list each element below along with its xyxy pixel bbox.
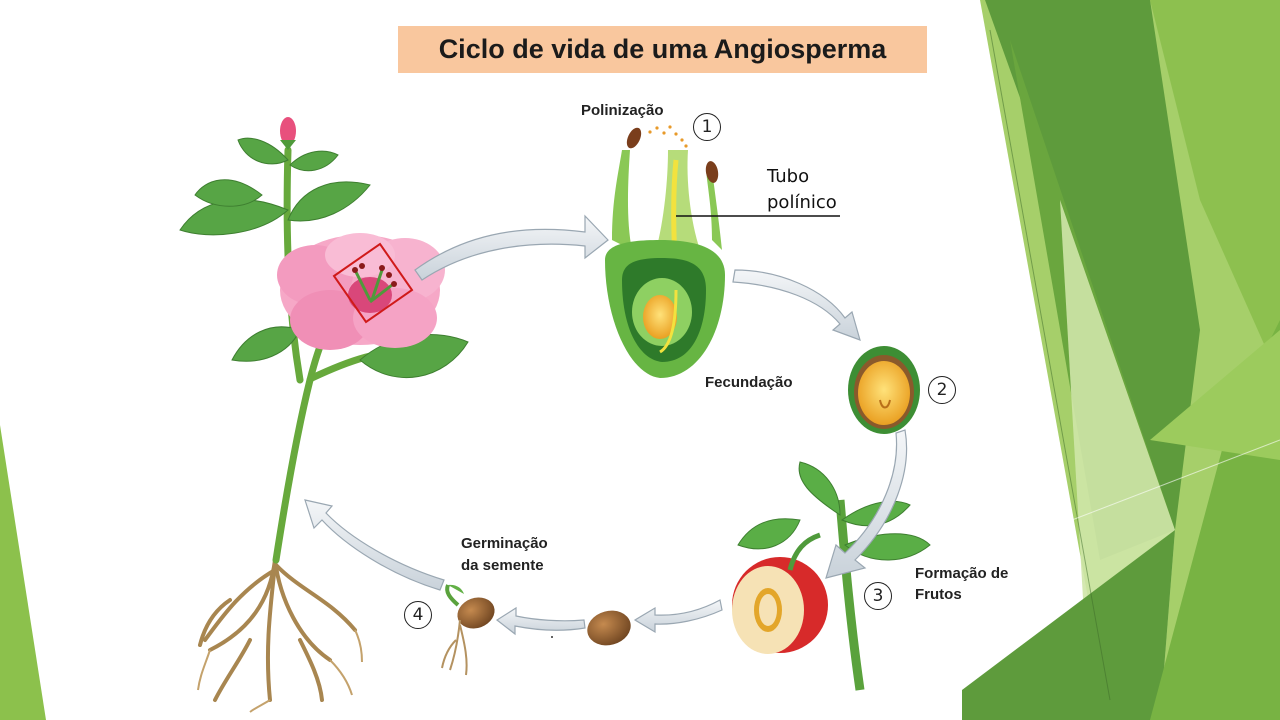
arrow-pistil-to-ovule — [732, 269, 861, 341]
hibiscus-flower — [277, 233, 445, 350]
diagram-title: Ciclo de vida de uma Angiosperma — [398, 26, 927, 73]
label-germinacao-line1: Germinação — [461, 535, 548, 552]
arrow-fruit-to-seed — [633, 599, 723, 634]
hibiscus-plant-illustration — [179, 117, 469, 713]
step-number-2: 2 — [928, 376, 956, 404]
step-number-4: 4 — [404, 601, 432, 629]
background-shapes-right — [962, 0, 1280, 720]
fertilized-ovule — [848, 346, 920, 434]
arrow-ovule-to-fruit — [825, 429, 908, 579]
arrow-flower-to-pistil — [414, 214, 609, 281]
fruit-illustration — [732, 461, 931, 691]
cycle-arrows — [304, 214, 908, 636]
label-formacao-frutos-line2: Frutos — [915, 586, 962, 603]
step-number-3: 3 — [864, 582, 892, 610]
arrow-germination-to-plant — [304, 499, 445, 591]
pistil-cross-section — [605, 125, 840, 378]
label-germinacao-line2: da semente — [461, 557, 544, 574]
background-shapes-left — [0, 425, 46, 720]
step-number-1: 1 — [693, 113, 721, 141]
arrow-seed-to-germination — [495, 606, 586, 636]
germinating-seed-illustration — [441, 584, 495, 676]
label-tubo-polinico-line2: polínico — [767, 192, 837, 213]
label-fecundacao: Fecundação — [705, 374, 793, 391]
label-polinizacao: Polinização — [581, 102, 664, 119]
label-tubo-polinico-line1: Tubo — [767, 166, 810, 187]
seed-illustration — [587, 610, 631, 646]
label-formacao-frutos-line1: Formação de — [915, 565, 1009, 582]
